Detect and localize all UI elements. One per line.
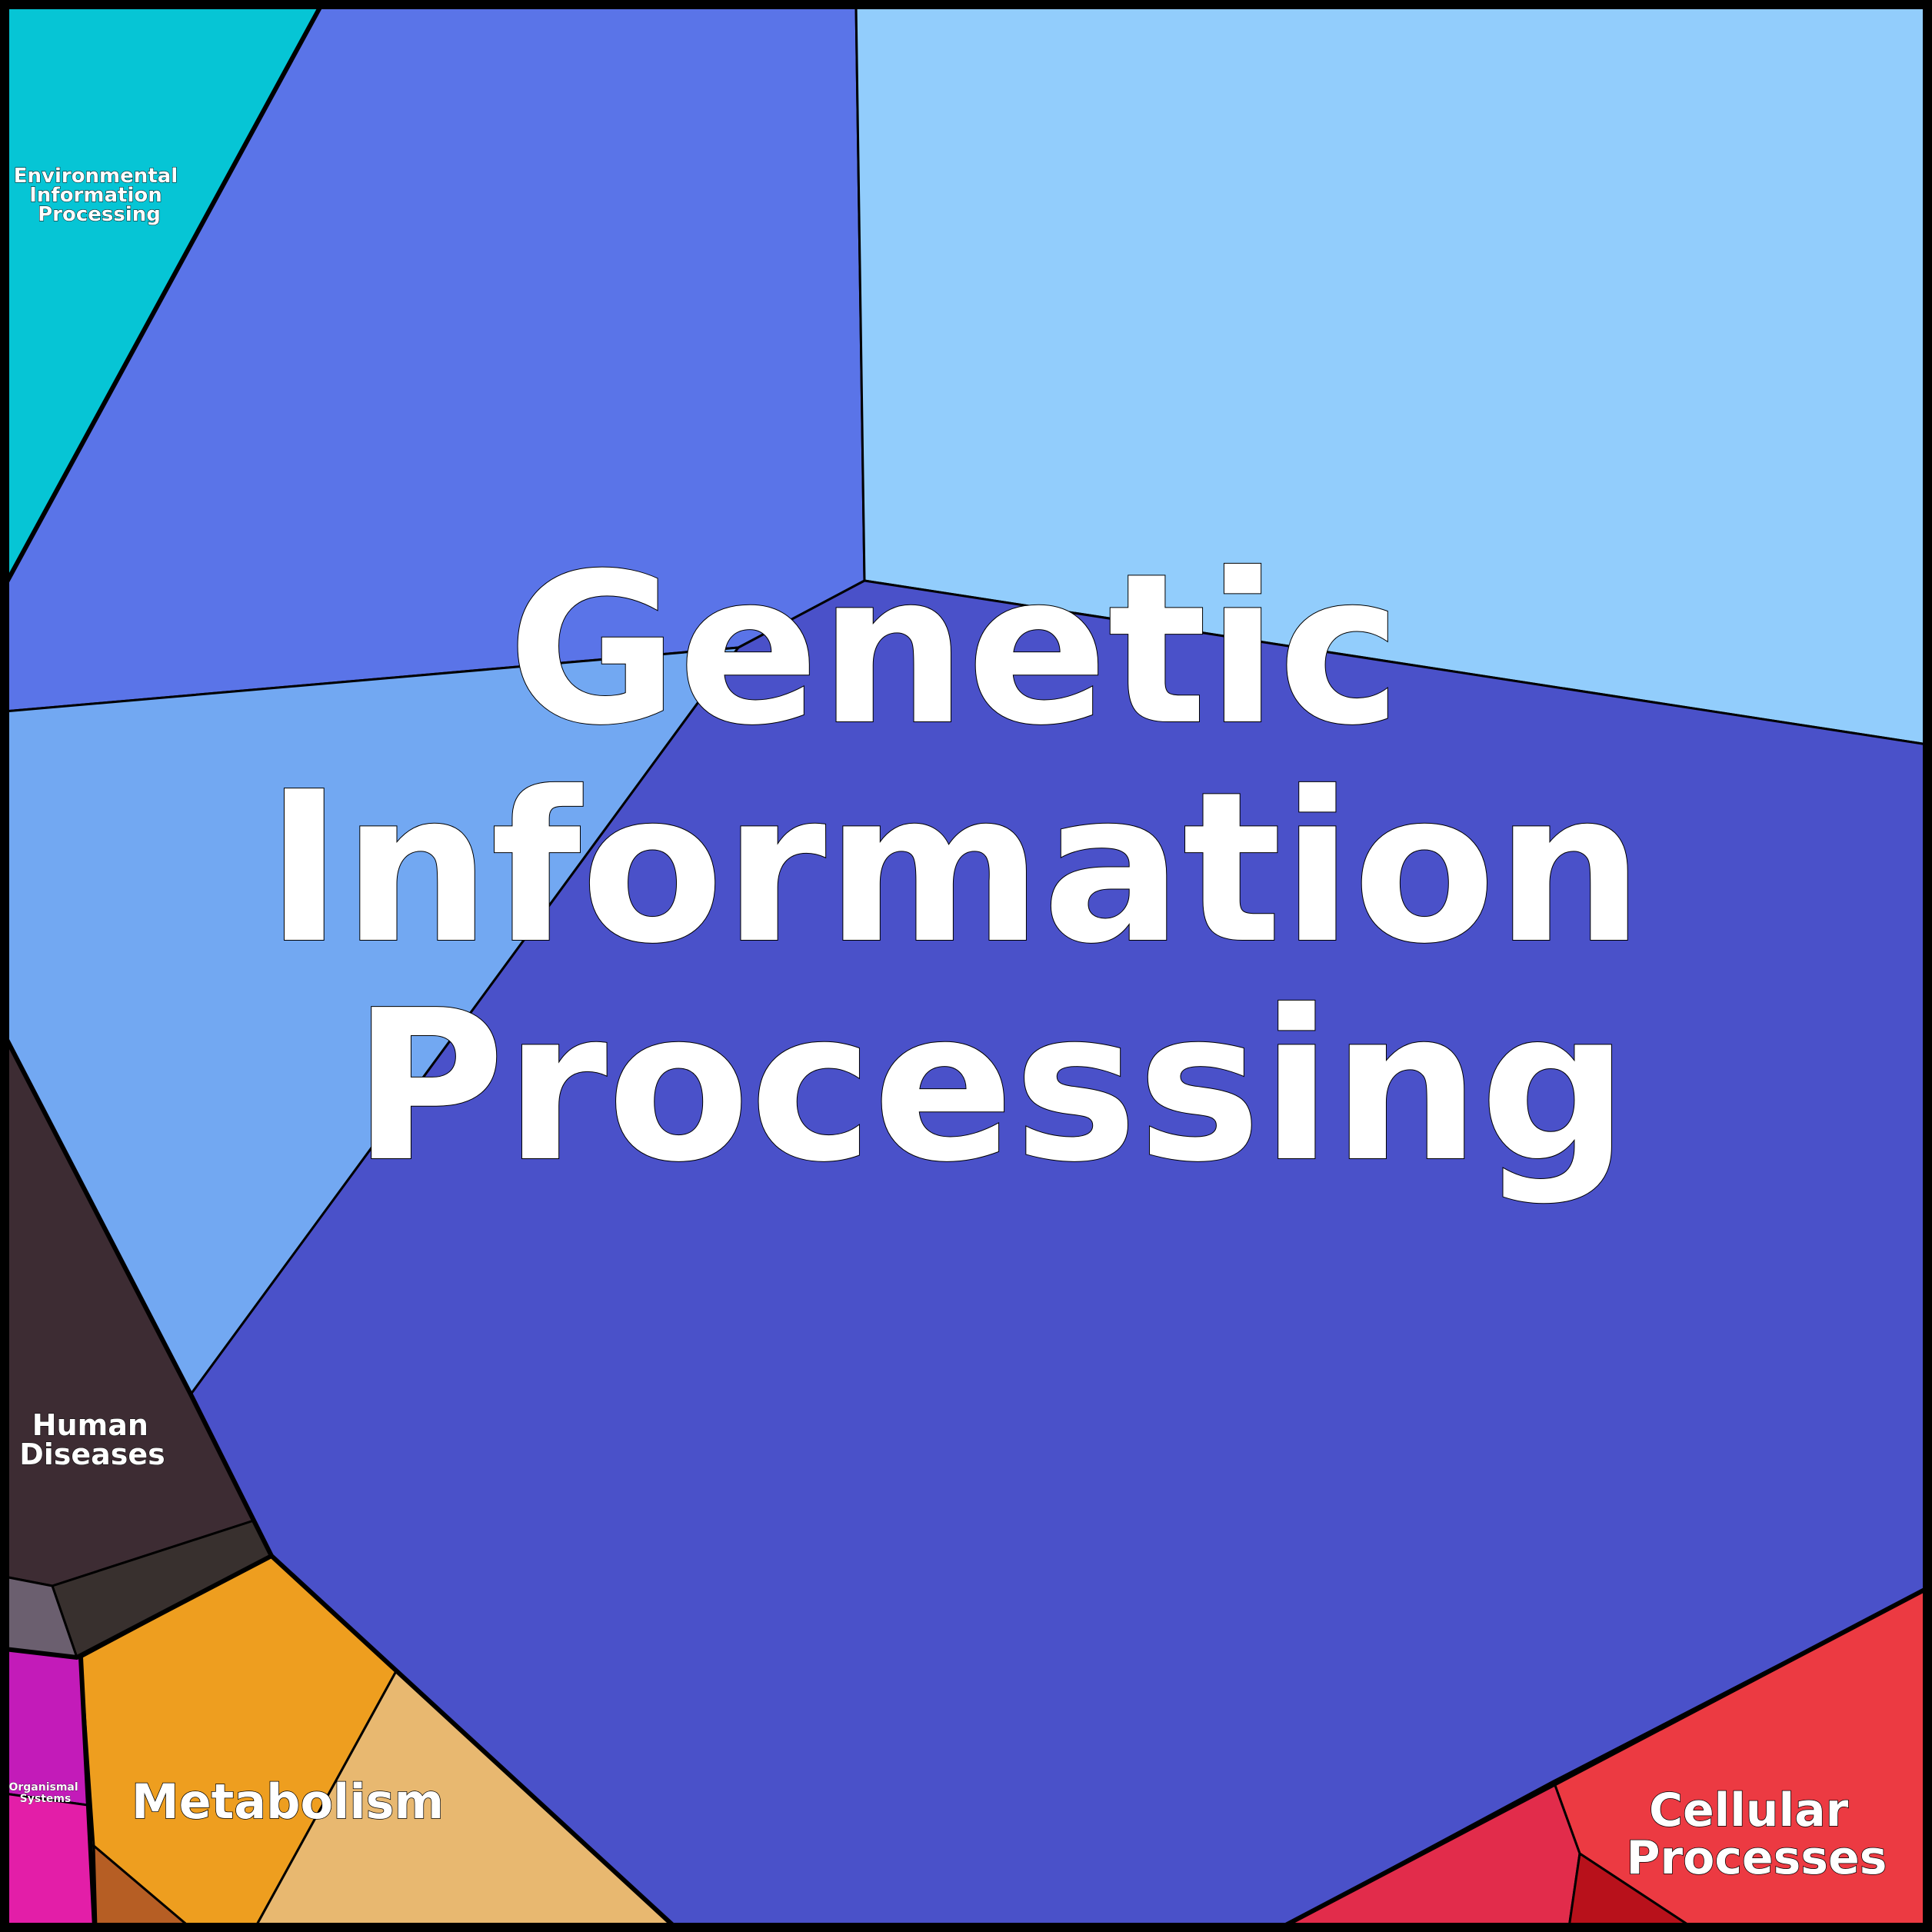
label-eip-line-1: Environmental: [14, 165, 178, 188]
label-cp-line-2: Processes: [1627, 1831, 1887, 1885]
group-borders: [2, 3, 1929, 1930]
label-hd-line-2: Diseases: [19, 1437, 165, 1471]
label-met-line-1: Metabolism: [132, 1774, 444, 1830]
label-gip-line-2: Information: [265, 747, 1644, 989]
label-eip-line-3: Processing: [38, 203, 161, 226]
label-metabolism: Metabolism: [132, 1774, 444, 1830]
group-cellular-processes: [1280, 1587, 1929, 1929]
group-genetic-information-processing: [3, 3, 1929, 1929]
label-genetic-information-processing: Genetic Information Processing: [265, 528, 1716, 1208]
label-gip-line-1: Genetic: [508, 528, 1401, 771]
label-hd-line-1: Human: [32, 1408, 148, 1442]
label-gip-line-3: Processing: [352, 965, 1628, 1208]
label-environmental-information-processing: Environmental Information Processing: [14, 165, 185, 226]
label-organismal-systems: Organismal Systems: [8, 1781, 82, 1805]
label-os-line-2: Systems: [20, 1793, 72, 1805]
cell-os-2[interactable]: [3, 1792, 96, 1929]
label-cellular-processes: Cellular Processes: [1627, 1784, 1887, 1885]
label-eip-line-2: Information: [29, 184, 162, 207]
label-cp-line-1: Cellular: [1649, 1784, 1849, 1837]
label-human-diseases: Human Diseases: [19, 1408, 165, 1471]
group-metabolism: [79, 1554, 677, 1929]
label-os-line-1: Organismal: [8, 1781, 78, 1794]
